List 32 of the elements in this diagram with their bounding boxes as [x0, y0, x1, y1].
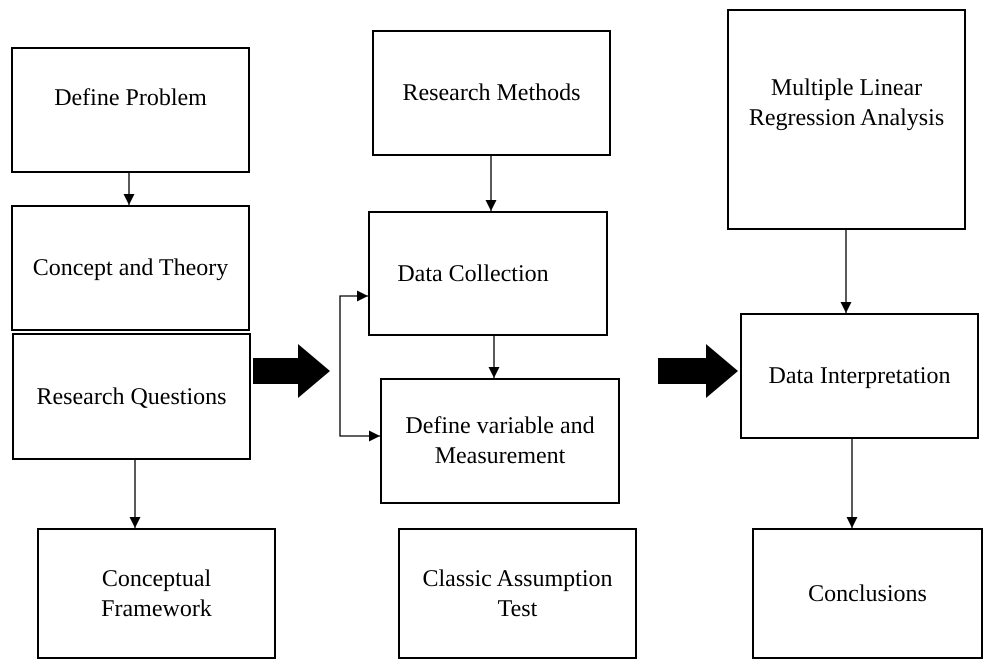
- arrow: [124, 173, 134, 205]
- box-label: Conceptual Framework: [100, 564, 213, 624]
- arrow: [130, 460, 140, 528]
- arrow: [846, 439, 858, 528]
- box-label: Data Collection: [397, 260, 549, 288]
- box-label: Concept and Theory: [32, 254, 228, 283]
- process-box: [372, 30, 611, 156]
- box-label: Define variable and Measurement: [404, 412, 596, 471]
- process-box: [752, 528, 983, 659]
- process-box: [11, 47, 250, 173]
- box-label: Classic Assumption Test: [421, 564, 614, 624]
- block-arrow: [253, 344, 330, 398]
- arrow: [339, 366, 380, 442]
- process-box: [380, 378, 620, 504]
- block-arrow: [658, 344, 738, 398]
- box-label: Define Problem: [54, 84, 207, 113]
- process-box: [11, 205, 250, 331]
- process-box: [727, 9, 966, 230]
- process-box: [368, 211, 608, 336]
- box-label: Data Interpretation: [768, 362, 950, 391]
- process-box: [37, 528, 276, 659]
- arrow: [339, 290, 368, 366]
- process-box: [12, 333, 251, 460]
- box-label: Conclusions: [808, 580, 927, 608]
- arrow: [488, 336, 500, 378]
- arrow: [486, 156, 496, 211]
- box-label: Research Questions: [36, 382, 226, 412]
- arrow: [840, 230, 852, 313]
- process-box: [740, 313, 979, 439]
- box-label: Research Methods: [402, 79, 580, 108]
- box-label: Multiple Linear Regression Analysis: [748, 74, 946, 132]
- process-box: [398, 528, 637, 659]
